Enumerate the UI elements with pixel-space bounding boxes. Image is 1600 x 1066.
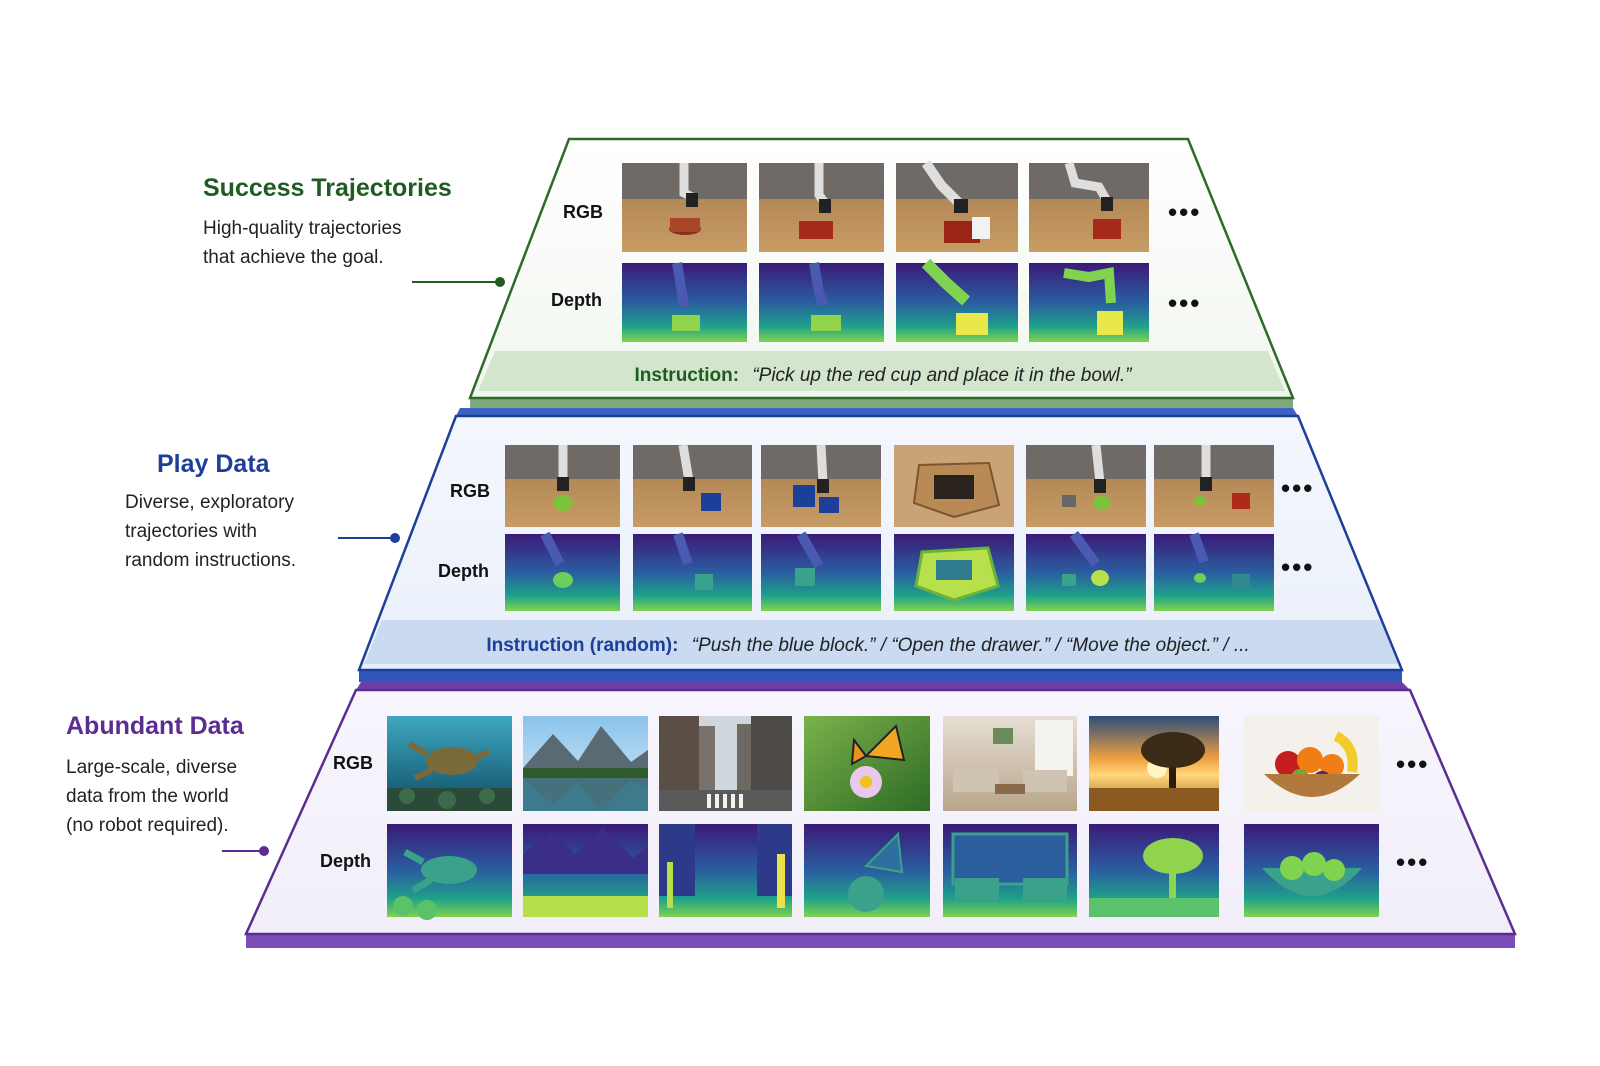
abundant-rgb-label: RGB (333, 753, 373, 773)
abundant-tier-top-edge (356, 682, 1410, 690)
rgb-thumbnail (505, 445, 620, 527)
depth-thumbnail (1244, 824, 1379, 917)
play-instruction-band (364, 620, 1398, 664)
abundant-caption: Abundant Data Large-scale, diverse data … (66, 712, 269, 856)
play-caption: Play Data Diverse, exploratory trajector… (125, 450, 400, 571)
success-depth-ellipsis: ••• (1168, 288, 1201, 318)
mountain-lake-photo (523, 716, 648, 811)
abundant-title: Abundant Data (66, 712, 245, 740)
play-depth-row (505, 531, 1274, 611)
rgb-thumbnail (633, 444, 752, 527)
play-instruction-label: Instruction (random): (486, 635, 678, 656)
success-instruction-text: “Pick up the red cup and place it in the… (752, 365, 1133, 386)
play-rgb-row (505, 444, 1274, 527)
abundant-depth-ellipsis: ••• (1396, 847, 1429, 877)
play-tier-top-edge (456, 408, 1298, 416)
depth-thumbnail (505, 531, 620, 611)
rgb-thumbnail (896, 160, 1018, 252)
rgb-thumbnail (759, 163, 884, 252)
living-room-photo (943, 716, 1077, 811)
depth-thumbnail (1089, 824, 1219, 917)
sea-turtle-photo (387, 716, 512, 811)
abundant-caption-line: (no robot required). (66, 815, 229, 836)
success-depth-label: Depth (551, 290, 602, 310)
abundant-rgb-ellipsis: ••• (1396, 749, 1429, 779)
abundant-caption-line: Large-scale, diverse (66, 757, 237, 778)
rgb-thumbnail (622, 163, 747, 252)
success-instruction: Instruction: “Pick up the red cup and pl… (635, 365, 1134, 386)
success-caption: Success Trajectories High-quality trajec… (203, 174, 505, 287)
play-rgb-label: RGB (450, 481, 490, 501)
abundant-depth-row (387, 824, 1379, 920)
play-title: Play Data (157, 450, 271, 478)
rgb-thumbnail (894, 445, 1014, 527)
play-depth-label: Depth (438, 561, 489, 581)
play-rgb-ellipsis: ••• (1281, 473, 1314, 503)
play-depth-ellipsis: ••• (1281, 552, 1314, 582)
depth-thumbnail (896, 258, 1018, 342)
abundant-caption-line: data from the world (66, 786, 229, 807)
success-instruction-label: Instruction: (635, 365, 740, 386)
success-depth-row (622, 258, 1149, 342)
abundant-rgb-row (387, 716, 1379, 811)
depth-thumbnail (659, 824, 792, 917)
success-caption-line: High-quality trajectories (203, 218, 402, 239)
play-caption-line: Diverse, exploratory (125, 492, 294, 513)
depth-thumbnail (804, 824, 930, 917)
depth-thumbnail (759, 262, 884, 342)
success-instruction-band (478, 351, 1285, 391)
play-connector-dot (390, 533, 400, 543)
play-caption-line: trajectories with (125, 521, 257, 542)
success-rgb-label: RGB (563, 202, 603, 222)
butterfly-flower-photo (804, 716, 930, 811)
abundant-depth-label: Depth (320, 851, 371, 871)
success-title: Success Trajectories (203, 174, 452, 202)
rgb-thumbnail (1026, 444, 1146, 527)
play-instruction-text: “Push the blue block.” / “Open the drawe… (692, 635, 1250, 656)
depth-thumbnail (943, 824, 1077, 917)
success-tier-side (470, 398, 1293, 408)
abundant-tier: RGB Depth (244, 682, 1517, 948)
depth-thumbnail (622, 262, 747, 342)
depth-thumbnail (761, 531, 881, 611)
city-street-photo (659, 716, 792, 811)
fruit-basket-photo (1244, 716, 1379, 811)
sunset-tree-photo (1089, 716, 1219, 811)
abundant-tier-side (246, 934, 1515, 948)
depth-thumbnail (1154, 532, 1274, 611)
rgb-thumbnail (1154, 445, 1274, 527)
abundant-connector-dot (259, 846, 269, 856)
success-caption-line: that achieve the goal. (203, 247, 384, 268)
depth-thumbnail (1029, 263, 1149, 342)
success-tier: RGB Depth ••• (468, 137, 1295, 408)
depth-thumbnail (387, 824, 512, 920)
play-tier: RGB Depth (357, 408, 1404, 682)
success-connector-dot (495, 277, 505, 287)
depth-thumbnail (523, 824, 648, 917)
success-rgb-ellipsis: ••• (1168, 197, 1201, 227)
depth-thumbnail (1026, 531, 1146, 611)
success-rgb-row (622, 160, 1149, 252)
rgb-thumbnail (761, 444, 881, 527)
depth-thumbnail (633, 532, 752, 611)
play-instruction: Instruction (random): “Push the blue blo… (486, 635, 1249, 656)
depth-thumbnail (894, 534, 1014, 611)
play-tier-side (359, 670, 1402, 682)
play-caption-line: random instructions. (125, 550, 296, 571)
rgb-thumbnail (1029, 161, 1149, 252)
